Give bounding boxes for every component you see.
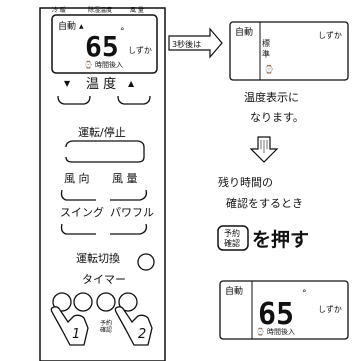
lcd-degree: ° xyxy=(120,27,125,37)
top-label-fan: 風 量 xyxy=(130,7,144,14)
fan-direction-label: 風 向 xyxy=(64,171,90,185)
lcd-bottom-mode: 自動 xyxy=(225,285,243,297)
step1-number: 1 xyxy=(72,327,80,342)
swing-button[interactable] xyxy=(60,223,97,235)
timer-confirm-button[interactable] xyxy=(118,292,138,312)
mode-switch-label: 運転切換 xyxy=(76,252,120,265)
caption-temp-display-line2: なります。 xyxy=(250,111,304,124)
remote-control: 冷 暖 除湿温度 風 量 自動 ▲ 65 ° しずか ⌚ 時間後入 ▼ 温 度 … xyxy=(39,6,166,361)
lcd-after-standard-line2: 準 xyxy=(262,49,270,59)
lcd-bottom-degree: ° xyxy=(302,289,307,299)
powerful-label: パワフル xyxy=(110,206,154,219)
step2-number: 2 xyxy=(138,327,146,342)
lcd-after-quiet: しずか xyxy=(318,30,342,40)
timer-cancel-button[interactable] xyxy=(96,292,116,312)
lcd-bottom: 自動 65 ° しずか ⌚ 時間後入 xyxy=(219,280,349,340)
lcd-bottom-digits: 65 xyxy=(258,297,294,332)
lcd-after-standard-line1: 標 xyxy=(262,38,270,48)
run-stop-button[interactable] xyxy=(65,140,145,163)
press-instruction: を押す xyxy=(252,228,309,251)
arrow-tag-text: 3秒後は xyxy=(172,39,201,49)
lcd-bottom-quiet: しずか xyxy=(318,304,342,314)
temp-up-button[interactable] xyxy=(117,95,151,105)
hand-pointer-1-icon xyxy=(50,306,89,346)
temp-down-button[interactable] xyxy=(57,95,91,105)
top-label-cool-heat: 冷 暖 xyxy=(52,6,66,14)
timer-on-button[interactable] xyxy=(52,292,72,312)
caption-remaining-time-line1: 残り時間の xyxy=(218,175,273,189)
caption-remaining-time-line2: 確認をするとき xyxy=(226,196,303,210)
fan-speed-button[interactable] xyxy=(110,189,148,201)
mode-switch-button[interactable] xyxy=(137,253,155,271)
confirm-button-label-line1: 予約 xyxy=(100,319,112,327)
temp-down-arrow-icon: ▼ xyxy=(64,79,71,88)
confirm-button-label-line2: 確認 xyxy=(100,326,112,334)
timer-off-button[interactable] xyxy=(73,292,93,312)
fan-direction-button[interactable] xyxy=(60,189,97,201)
top-label-dry-temp: 除湿温度 xyxy=(88,6,112,14)
caption-temp-display-line1: 温度表示に xyxy=(244,90,299,104)
press-badge-line2: 確認 xyxy=(224,238,240,248)
lcd-after-mode: 自動 xyxy=(235,26,253,38)
temp-label: 温 度 xyxy=(86,76,116,92)
fan-speed-label: 風 量 xyxy=(112,172,138,185)
temp-up-arrow-icon: ▲ xyxy=(128,79,135,88)
lcd-after-timer-icon: ⌚ xyxy=(264,64,274,74)
press-badge-line1: 予約 xyxy=(224,228,240,238)
lcd-digits: 65 xyxy=(85,30,119,63)
three-seconds-arrow: 3秒後は xyxy=(168,27,223,59)
hand-pointer-2-icon xyxy=(114,306,153,346)
powerful-button[interactable] xyxy=(110,223,148,235)
swing-label: スイング xyxy=(60,205,104,219)
lcd-quiet: しずか xyxy=(128,45,152,55)
lcd-bottom-timer: ⌚ 時間後入 xyxy=(256,327,295,336)
run-stop-label: 運転/停止 xyxy=(78,125,126,139)
press-confirm-badge: 予約 確認 xyxy=(217,225,249,251)
down-arrow-icon xyxy=(249,136,279,163)
lcd-after-3-seconds: 自動 標 準 ⌚ しずか xyxy=(229,21,349,81)
lcd-timer: ⌚ 時間後入 xyxy=(84,60,123,69)
timer-label: タイマー xyxy=(82,273,126,286)
lcd-mode: 自動 xyxy=(58,20,76,32)
lcd-up-arrow-icon: ▲ xyxy=(79,23,84,30)
remote-lcd: 自動 ▲ 65 ° しずか ⌚ 時間後入 xyxy=(51,14,158,74)
